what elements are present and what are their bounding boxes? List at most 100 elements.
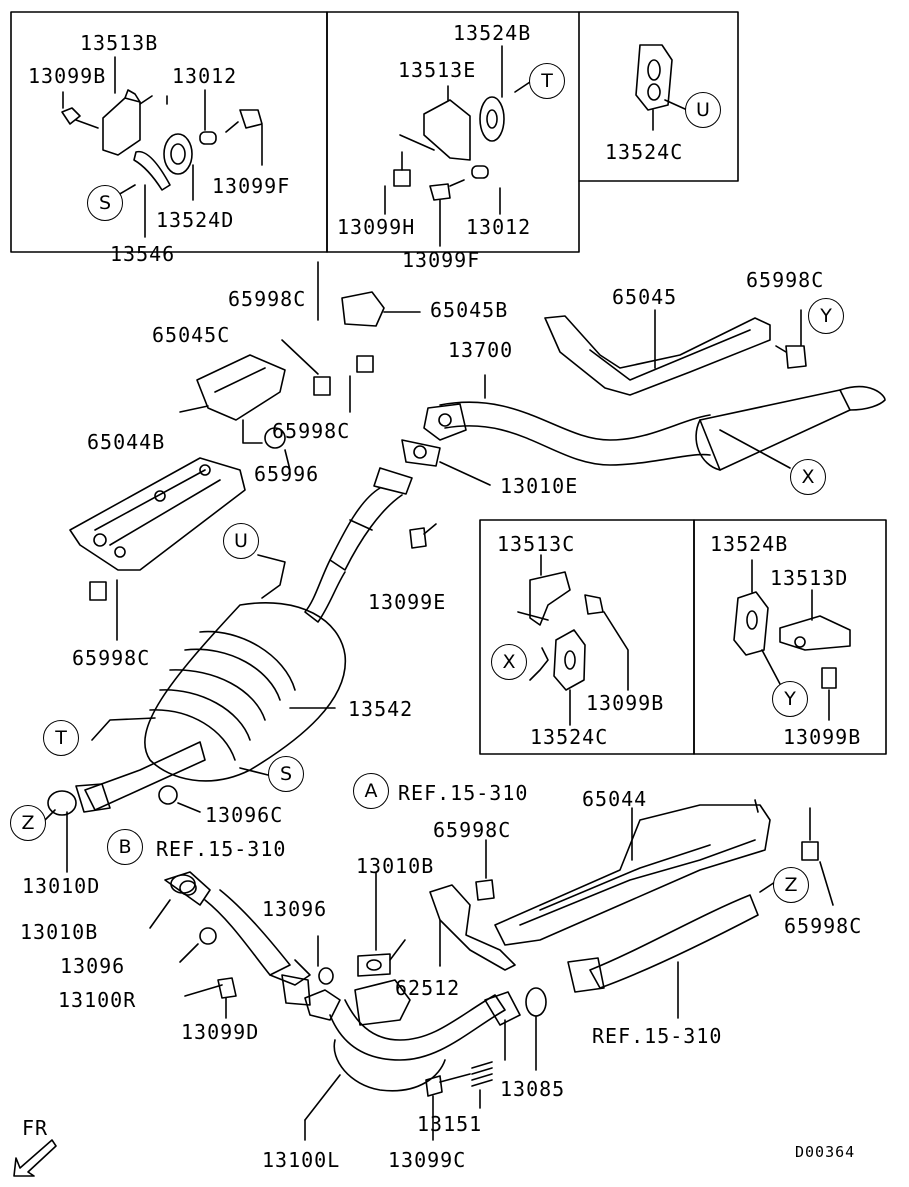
heat-protector-65045	[544, 309, 771, 396]
part-13010e-label: 13010E	[500, 474, 579, 498]
collar-13096c	[158, 785, 201, 813]
hanger-rubber-13524c-a	[635, 44, 686, 131]
part-13524c-label: 13524C	[530, 725, 609, 749]
gasket-13085	[525, 987, 547, 1071]
detail-box-y	[693, 519, 887, 755]
part-13096-label: 13096	[60, 954, 126, 978]
gasket-13010b-a	[149, 874, 196, 929]
leaders-box-s	[62, 56, 263, 238]
bolt-13099h	[393, 151, 411, 187]
bolt-13099b-b	[584, 594, 629, 691]
callout-z: Z	[773, 867, 809, 903]
part-13524c-label: 13524C	[605, 140, 684, 164]
fr-arrow-icon	[13, 1139, 57, 1177]
bolt-13099b-a	[61, 107, 99, 129]
callout-t: T	[43, 720, 79, 756]
heat-protector-65044b	[69, 457, 246, 641]
hanger-rubber-13524d	[163, 133, 193, 175]
bolt-65998c-e	[475, 839, 495, 901]
part-13099c-label: 13099C	[388, 1148, 467, 1172]
front-pipe-catalyst	[304, 467, 413, 623]
part-65998c-label: 65998C	[228, 287, 307, 311]
heat-protector-65045b	[341, 291, 421, 327]
front-pipe-13100l	[304, 979, 521, 1141]
part-13010d-label: 13010D	[22, 874, 101, 898]
bolt-13099f-b	[429, 179, 465, 201]
pipe-ref-15-310	[567, 879, 779, 1019]
bolt-13099c	[425, 1073, 471, 1141]
bracket-13513d	[779, 589, 851, 651]
part-13010b-label: 13010B	[356, 854, 435, 878]
part-13100l-label: 13100L	[262, 1148, 341, 1172]
part-13099b-label: 13099B	[28, 64, 107, 88]
part-13099f-label: 13099F	[402, 248, 481, 272]
gasket-flange-13700	[423, 403, 467, 441]
part-65998c-label: 65998C	[72, 646, 151, 670]
part-13085-label: 13085	[500, 1077, 566, 1101]
part-65044b-label: 65044B	[87, 430, 166, 454]
bolt-13099f-a	[225, 109, 263, 133]
diagram-code: D00364	[795, 1143, 856, 1161]
main-muffler-13700	[439, 374, 886, 471]
part-13524b-label: 13524B	[453, 21, 532, 45]
part-13012-label: 13012	[172, 64, 238, 88]
part-13096-label: 13096	[262, 897, 328, 921]
ref-label-b: REF.15-310	[156, 837, 287, 861]
part-13700-label: 13700	[448, 338, 514, 362]
part-13099e-label: 13099E	[368, 590, 447, 614]
front-direction-label: FR	[22, 1116, 49, 1140]
callout-t: T	[529, 63, 565, 99]
flange-13542	[75, 783, 111, 813]
bolt-65998c-d	[89, 581, 107, 601]
hanger-rubber-13524b-b	[733, 559, 781, 685]
part-13151-label: 13151	[417, 1112, 483, 1136]
part-13513e-label: 13513E	[398, 58, 477, 82]
bolt-65998c-f	[801, 807, 834, 906]
part-62512-label: 62512	[395, 976, 461, 1000]
callout-x: X	[790, 459, 826, 495]
callout-z: Z	[10, 805, 46, 841]
callout-s: S	[87, 185, 123, 221]
detail-box-t	[326, 11, 580, 253]
part-65998c-label: 65998C	[746, 268, 825, 292]
part-65998c-label: 65998C	[272, 419, 351, 443]
gasket-13010d	[47, 790, 77, 816]
collar-13096-a	[179, 927, 217, 963]
pin-13012-a	[199, 131, 217, 145]
ref-label-main: REF.15-310	[592, 1024, 723, 1048]
part-13513d-label: 13513D	[770, 566, 849, 590]
pin-13012-b	[471, 165, 489, 179]
callout-b: B	[107, 829, 143, 865]
bracket-13513e	[399, 99, 471, 161]
bolt-13099b-c	[821, 667, 837, 721]
part-65044-label: 65044	[582, 787, 648, 811]
part-13099d-label: 13099D	[181, 1020, 260, 1044]
heat-protector-62512	[429, 884, 516, 971]
collar-65996	[264, 427, 291, 471]
part-65045-label: 65045	[612, 285, 678, 309]
callout-y: Y	[772, 681, 808, 717]
part-13010b-label: 13010B	[20, 920, 99, 944]
leaders-left	[44, 809, 68, 873]
callout-a: A	[353, 773, 389, 809]
collar-13096-b	[317, 935, 334, 985]
hanger-rubber-13524b-a	[479, 96, 505, 142]
part-13099b-label: 13099B	[783, 725, 862, 749]
callout-s: S	[268, 756, 304, 792]
bolts-65998c	[281, 261, 807, 413]
ref-label-a: REF.15-310	[398, 781, 529, 805]
part-13099f-label: 13099F	[212, 174, 291, 198]
part-13012-label: 13012	[466, 215, 532, 239]
part-65045c-label: 65045C	[152, 323, 231, 347]
leaders-box-t	[384, 45, 531, 247]
callout-u: U	[685, 92, 721, 128]
part-13099b-label: 13099B	[586, 691, 665, 715]
gasket-13010e	[401, 439, 491, 486]
bolt-13099e	[409, 523, 437, 549]
part-13542-label: 13542	[348, 697, 414, 721]
part-13099h-label: 13099H	[337, 215, 416, 239]
spring-13151	[471, 1061, 493, 1109]
gasket-13010b-b	[357, 872, 406, 977]
part-13096c-label: 13096C	[205, 803, 284, 827]
